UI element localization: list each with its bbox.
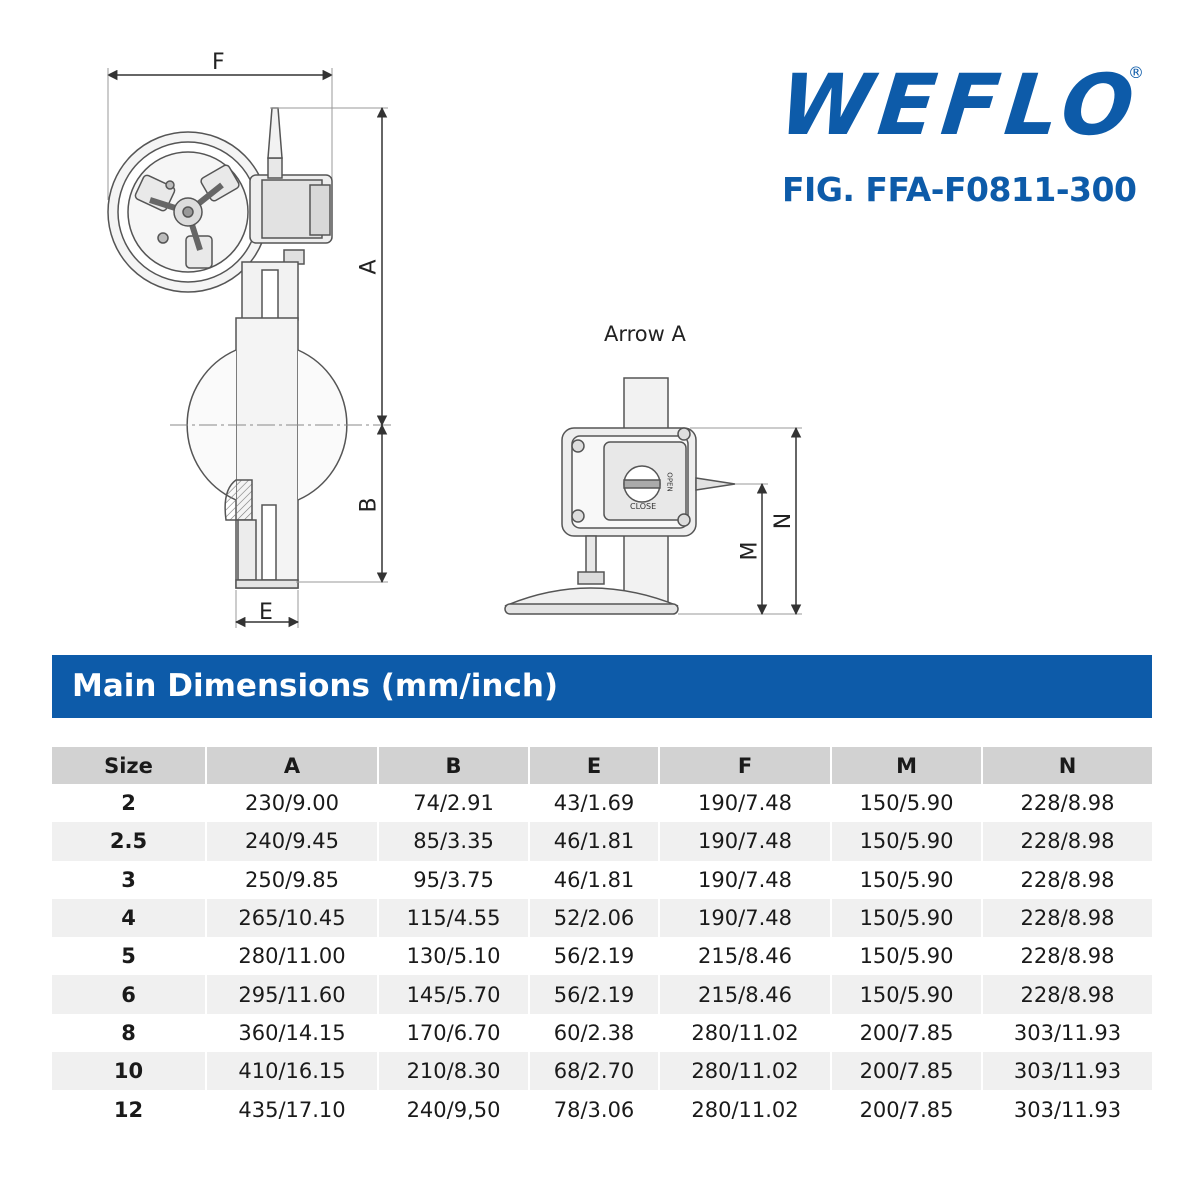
- table-cell: 200/7.85: [832, 1013, 984, 1053]
- table-cell: 150/5.90: [832, 937, 984, 976]
- dimension-label-n: N: [771, 512, 797, 530]
- table-cell: 295/11.60: [207, 975, 380, 1014]
- brand-logo: WEFLO ®: [770, 55, 1160, 165]
- indicator-open-label: OPEN: [665, 472, 674, 492]
- table-cell: 240/9.45: [207, 822, 380, 861]
- table-row: 4 265/10.45 115/4.55 52/2.06 190/7.48 15…: [52, 898, 1152, 938]
- table-row: 10 410/16.15 210/8.30 68/2.70 280/11.02 …: [52, 1052, 1152, 1091]
- table-cell: 228/8.98: [983, 975, 1152, 1014]
- brand-logo-text: WEFLO: [774, 56, 1145, 154]
- table-cell: 190/7.48: [660, 784, 833, 823]
- table-cell: 52/2.06: [530, 898, 660, 938]
- table-cell: 95/3.75: [379, 860, 531, 899]
- table-cell: 2: [52, 784, 207, 823]
- column-header-n: N: [983, 747, 1152, 784]
- dimension-label-e: E: [259, 600, 273, 625]
- table-cell: 5: [52, 937, 207, 976]
- table-cell: 410/16.15: [207, 1052, 380, 1091]
- table-row: 2.5 240/9.45 85/3.35 46/1.81 190/7.48 15…: [52, 822, 1152, 861]
- table-header-row: Size A B E F M N: [52, 747, 1152, 784]
- column-header-f: F: [660, 747, 833, 784]
- table-cell: 43/1.69: [530, 784, 660, 823]
- table-cell: 12: [52, 1090, 207, 1129]
- table-cell: 74/2.91: [379, 784, 531, 823]
- table-cell: 215/8.46: [660, 975, 833, 1014]
- table-cell: 150/5.90: [832, 898, 984, 938]
- table-cell: 150/5.90: [832, 784, 984, 823]
- table-cell: 265/10.45: [207, 898, 380, 938]
- table-cell: 3: [52, 860, 207, 899]
- table-cell: 228/8.98: [983, 784, 1152, 823]
- table-cell: 85/3.35: [379, 822, 531, 861]
- table-cell: 250/9.85: [207, 860, 380, 899]
- table-cell: 228/8.98: [983, 860, 1152, 899]
- valve-technical-drawing: [106, 68, 802, 628]
- table-cell: 200/7.85: [832, 1090, 984, 1129]
- column-header-e: E: [530, 747, 660, 784]
- table-cell: 280/11.02: [660, 1090, 833, 1129]
- table-cell: 190/7.48: [660, 860, 833, 899]
- table-cell: 303/11.93: [983, 1090, 1152, 1129]
- table-cell: 360/14.15: [207, 1013, 380, 1053]
- table-cell: 280/11.02: [660, 1013, 833, 1053]
- table-cell: 190/7.48: [660, 822, 833, 861]
- table-cell: 150/5.90: [832, 975, 984, 1014]
- table-cell: 280/11.00: [207, 937, 380, 976]
- dimension-label-b: B: [356, 497, 382, 513]
- table-cell: 435/17.10: [207, 1090, 380, 1129]
- table-cell: 150/5.90: [832, 860, 984, 899]
- table-cell: 170/6.70: [379, 1013, 531, 1053]
- table-cell: 78/3.06: [530, 1090, 660, 1129]
- table-cell: 230/9.00: [207, 784, 380, 823]
- table-row: 12 435/17.10 240/9,50 78/3.06 280/11.02 …: [52, 1090, 1152, 1129]
- dimension-label-m: M: [737, 541, 763, 561]
- table-cell: 303/11.93: [983, 1052, 1152, 1091]
- table-cell: 303/11.93: [983, 1013, 1152, 1053]
- table-cell: 228/8.98: [983, 822, 1152, 861]
- table-cell: 210/8.30: [379, 1052, 531, 1091]
- table-cell: 10: [52, 1052, 207, 1091]
- table-row: 5 280/11.00 130/5.10 56/2.19 215/8.46 15…: [52, 937, 1152, 976]
- table-cell: 115/4.55: [379, 898, 531, 938]
- table-cell: 2.5: [52, 822, 207, 861]
- table-cell: 56/2.19: [530, 975, 660, 1014]
- table-cell: 68/2.70: [530, 1052, 660, 1091]
- column-header-size: Size: [52, 747, 207, 784]
- dimensions-table: Size A B E F M N 2 230/9.00 74/2.91 43/1…: [52, 747, 1152, 1129]
- table-cell: 280/11.02: [660, 1052, 833, 1091]
- table-cell: 190/7.48: [660, 898, 833, 938]
- table-row: 6 295/11.60 145/5.70 56/2.19 215/8.46 15…: [52, 975, 1152, 1014]
- table-cell: 200/7.85: [832, 1052, 984, 1091]
- indicator-close-label: CLOSE: [630, 502, 657, 511]
- column-header-m: M: [832, 747, 984, 784]
- dimension-label-f: F: [212, 50, 225, 75]
- table-cell: 4: [52, 898, 207, 938]
- arrow-a-view: [504, 377, 802, 616]
- registered-mark: ®: [1128, 63, 1144, 82]
- figure-number: FIG. FFA-F0811-300: [782, 170, 1137, 209]
- arrow-a-view-label: Arrow A: [604, 322, 686, 346]
- table-cell: 46/1.81: [530, 860, 660, 899]
- table-cell: 130/5.10: [379, 937, 531, 976]
- table-cell: 6: [52, 975, 207, 1014]
- table-cell: 60/2.38: [530, 1013, 660, 1053]
- table-cell: 228/8.98: [983, 937, 1152, 976]
- table-cell: 145/5.70: [379, 975, 531, 1014]
- column-header-a: A: [207, 747, 380, 784]
- table-cell: 240/9,50: [379, 1090, 531, 1129]
- table-cell: 56/2.19: [530, 937, 660, 976]
- table-cell: 215/8.46: [660, 937, 833, 976]
- table-row: 2 230/9.00 74/2.91 43/1.69 190/7.48 150/…: [52, 784, 1152, 823]
- table-row: 8 360/14.15 170/6.70 60/2.38 280/11.02 2…: [52, 1013, 1152, 1053]
- table-cell: 46/1.81: [530, 822, 660, 861]
- table-cell: 8: [52, 1013, 207, 1053]
- table-row: 3 250/9.85 95/3.75 46/1.81 190/7.48 150/…: [52, 860, 1152, 899]
- dimension-label-a: A: [356, 259, 382, 275]
- side-view: [106, 68, 395, 628]
- table-cell: 150/5.90: [832, 822, 984, 861]
- section-title: Main Dimensions (mm/inch): [52, 655, 1152, 718]
- table-cell: 228/8.98: [983, 898, 1152, 938]
- column-header-b: B: [379, 747, 531, 784]
